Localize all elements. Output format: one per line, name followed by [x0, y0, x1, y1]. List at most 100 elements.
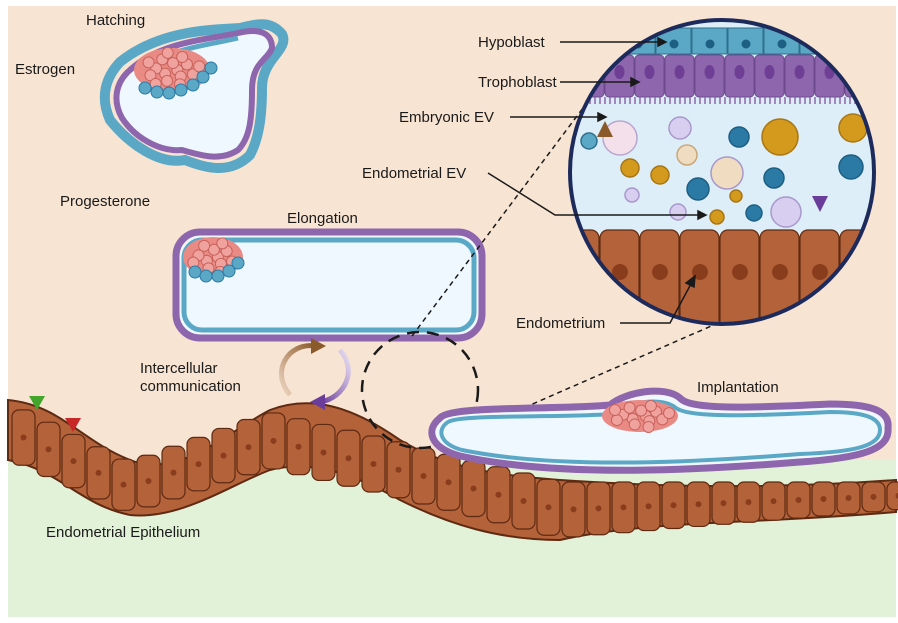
hypoblast-cell [200, 270, 212, 282]
extracellular-vesicle [625, 188, 639, 202]
label-trophoblast: Trophoblast [478, 74, 557, 91]
epithelium-cell-nucleus [671, 502, 677, 508]
epithelium-cell-nucleus [521, 498, 527, 504]
inset-endometrium-cell [720, 230, 759, 330]
epithelium-cell-nucleus [246, 444, 252, 450]
inner-cell [609, 405, 620, 416]
extracellular-vesicle [710, 210, 724, 224]
extracellular-vesicle [711, 157, 743, 189]
elongation-embryo [176, 232, 482, 338]
extracellular-vesicle [762, 119, 798, 155]
inset-hypoblast-nucleus [778, 40, 787, 49]
epithelium-cell-nucleus [221, 453, 227, 459]
inner-cell [624, 402, 635, 413]
inset-trophoblast-nucleus [735, 65, 745, 79]
epithelium-cell-nucleus [596, 505, 602, 511]
hypoblast-cell [163, 87, 175, 99]
epithelium-cell-nucleus [721, 500, 727, 506]
inner-cell [636, 405, 647, 416]
inset-endometrium-nucleus [652, 264, 668, 280]
inset-trophoblast-nucleus [795, 65, 805, 79]
inner-cell [194, 61, 205, 72]
inset-endometrium-nucleus [772, 264, 788, 280]
epithelium-cell-nucleus [346, 455, 352, 461]
hypoblast-cell [232, 257, 244, 269]
label-endometrial-ev: Endometrial EV [362, 165, 466, 182]
inner-cell [611, 415, 622, 426]
inset-trophoblast-nucleus [675, 65, 685, 79]
extracellular-vesicle [651, 166, 669, 184]
inset-endometrium-cell [680, 230, 719, 330]
epithelium-cell-nucleus [271, 438, 277, 444]
extracellular-vesicle [670, 204, 686, 220]
epithelium-cell-nucleus [46, 446, 52, 452]
extracellular-vesicle [839, 155, 863, 179]
epithelium-cell-nucleus [296, 444, 302, 450]
epithelium-cell-nucleus [646, 503, 652, 509]
hypoblast-cell [139, 82, 151, 94]
inner-cell [629, 419, 640, 430]
inset-trophoblast-nucleus [765, 65, 775, 79]
label-communication: communication [140, 378, 241, 395]
epithelium-cell-nucleus [146, 478, 152, 484]
label-hypoblast: Hypoblast [478, 34, 546, 51]
epithelium-cell-nucleus [846, 495, 852, 501]
epithelium-cell-nucleus [496, 492, 502, 498]
inner-cell [162, 47, 173, 58]
inset-trophoblast-nucleus [705, 65, 715, 79]
epithelium-cell-nucleus [771, 498, 777, 504]
epithelium-cell-nucleus [171, 470, 177, 476]
label-intercellular: Intercellular [140, 360, 218, 377]
inner-cell [177, 52, 188, 63]
inner-cell [162, 75, 173, 86]
label-endometrium: Endometrium [516, 315, 605, 332]
inner-cell [199, 240, 210, 251]
epithelium-cell-nucleus [371, 461, 377, 467]
inner-cell [645, 400, 656, 411]
label-elongation: Elongation [287, 210, 358, 227]
inset-endometrium-nucleus [812, 264, 828, 280]
epithelium-cell-nucleus [71, 458, 77, 464]
inset-hypoblast-nucleus [706, 40, 715, 49]
epithelium-cell-nucleus [96, 470, 102, 476]
extracellular-vesicle [677, 145, 697, 165]
epithelium-cell-nucleus [546, 504, 552, 510]
epithelium-cell-nucleus [871, 494, 877, 500]
epithelium-cell-nucleus [121, 482, 127, 488]
label-estrogen: Estrogen [15, 61, 75, 78]
epithelium-cell-nucleus [396, 467, 402, 473]
inner-cell [143, 57, 154, 68]
epithelium-cell-nucleus [21, 435, 27, 441]
extracellular-vesicle [603, 121, 637, 155]
extracellular-vesicle [730, 190, 742, 202]
extracellular-vesicle [746, 205, 762, 221]
extracellular-vesicle [771, 197, 801, 227]
extracellular-vesicle [621, 159, 639, 177]
epithelium-cell-nucleus [621, 504, 627, 510]
epithelium-cell-nucleus [821, 496, 827, 502]
hypoblast-cell [187, 79, 199, 91]
inset-hypoblast-nucleus [670, 40, 679, 49]
extracellular-vesicle [764, 168, 784, 188]
inset-trophoblast-nucleus [645, 65, 655, 79]
inner-cell [643, 422, 654, 433]
epithelium-cell-nucleus [321, 449, 327, 455]
epithelium-cell-nucleus [796, 497, 802, 503]
hypoblast-cell [175, 84, 187, 96]
epithelium-cell-nucleus [421, 473, 427, 479]
label-endometrial-epithelium: Endometrial Epithelium [46, 524, 200, 541]
epithelium-cell-nucleus [196, 461, 202, 467]
inset-trophoblast-nucleus [615, 65, 625, 79]
hypoblast-cell [212, 270, 224, 282]
inset-endometrium-nucleus [732, 264, 748, 280]
epithelium-cell-nucleus [696, 501, 702, 507]
extracellular-vesicle [669, 117, 691, 139]
epithelium-cell-nucleus [746, 499, 752, 505]
label-embryonic-ev: Embryonic EV [399, 109, 494, 126]
extracellular-vesicle [729, 127, 749, 147]
label-hatching: Hatching [86, 12, 145, 29]
inner-cell [217, 238, 228, 249]
hypoblast-cell [205, 62, 217, 74]
